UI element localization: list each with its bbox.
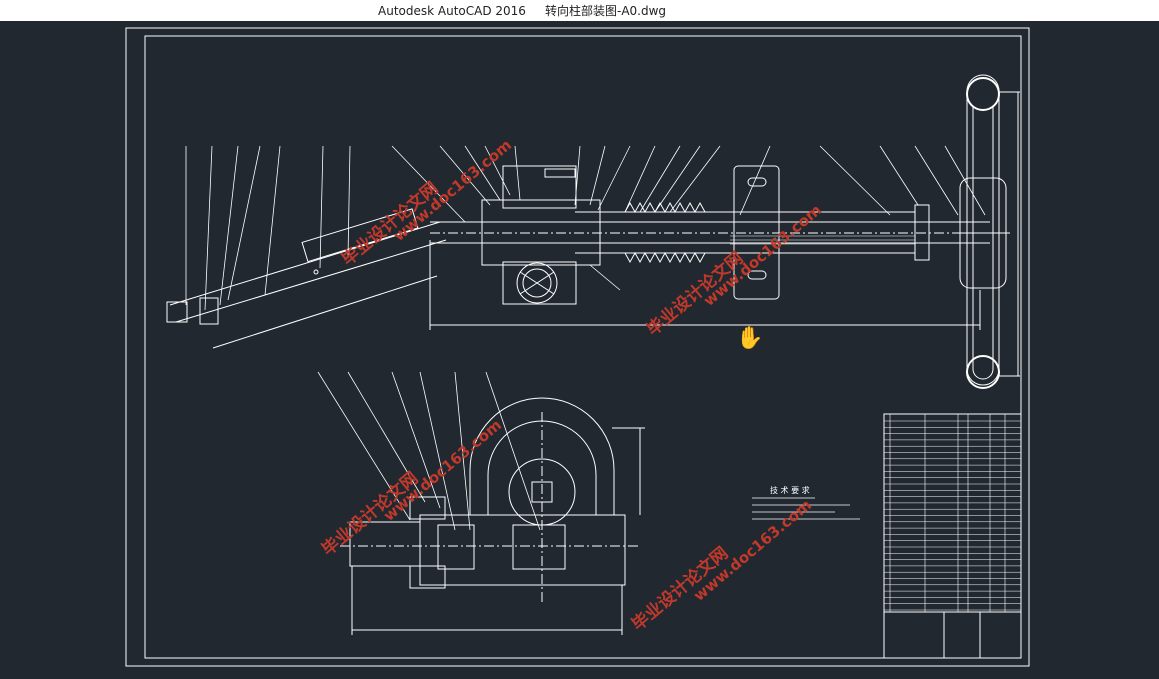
parts-list-rows <box>884 420 1021 611</box>
inner-border <box>144 35 1022 659</box>
cad-drawing: 技 术 要 求 <box>125 27 1030 667</box>
leader-lines-section <box>317 371 541 531</box>
title-bar: Autodesk AutoCAD 2016 转向柱部装图-A0.dwg <box>0 0 1159 21</box>
intermediate-shaft <box>166 208 447 349</box>
gearbox-housing <box>481 165 601 305</box>
leader-lines-top <box>185 145 986 311</box>
tech-requirements-title: 技 术 要 求 <box>770 485 810 495</box>
outer-border <box>125 27 1030 667</box>
tech-requirements-lines <box>752 497 860 520</box>
title-block <box>883 413 1022 659</box>
window-title: Autodesk AutoCAD 2016 转向柱部装图-A0.dwg <box>378 2 666 19</box>
column-shaft <box>430 201 1010 264</box>
mounting-bracket <box>733 165 780 300</box>
file-name: 转向柱部装图-A0.dwg <box>545 4 667 18</box>
section-view <box>340 397 645 635</box>
steering-wheel <box>959 74 1020 389</box>
app-title: Autodesk AutoCAD 2016 <box>378 4 526 18</box>
hand-cursor-icon: ✋ <box>736 326 764 351</box>
drawing-canvas[interactable]: 技 术 要 求 毕业设计论文网 www.doc163.com 毕业设计论文网 w… <box>0 21 1159 679</box>
